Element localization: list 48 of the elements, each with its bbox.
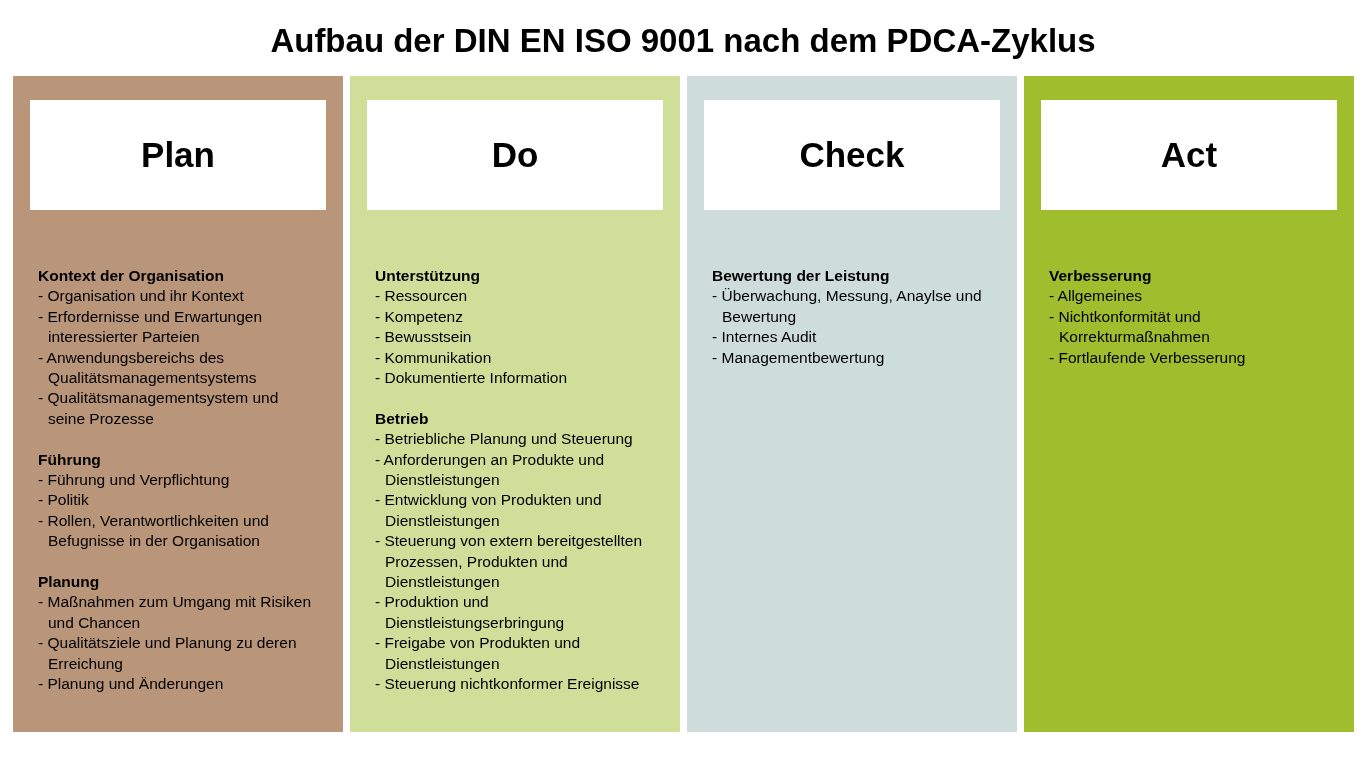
section-heading: Betrieb xyxy=(375,408,430,429)
section-heading: Bewertung der Leistung xyxy=(712,266,891,286)
list-item: - Produktion und Dienstleistungserbringung xyxy=(375,592,566,633)
section-heading: Führung xyxy=(38,449,102,470)
section-heading: Unterstützung xyxy=(375,266,482,286)
diagram-title: Aufbau der DIN EN ISO 9001 nach dem PDCA-Zyklus xyxy=(269,22,1097,60)
column-panel xyxy=(350,76,680,732)
list-item: - Planung und Änderungen xyxy=(38,674,225,695)
list-item: - Kompetenz xyxy=(375,306,464,327)
list-item: - Rollen, Verantwortlichkeiten und Befugnisse in der Organisation xyxy=(38,510,270,552)
list-item: - Steuerung von extern bereitgestellten Prozessen, Produkten und Dienstleistungen xyxy=(375,531,644,593)
list-item: - Steuerung nichtkonformer Ereignisse xyxy=(375,674,641,695)
list-item: - Anwendungsbereichs des Qualitätsmanagementsystems xyxy=(38,347,258,389)
list-item: - Politik xyxy=(38,490,90,511)
section-heading: Verbesserung xyxy=(1049,266,1153,286)
list-item: - Erfordernisse und Erwartungen interessierter Parteien xyxy=(38,306,263,348)
section-heading: Planung xyxy=(38,572,101,593)
phase-heading-box xyxy=(704,100,1000,210)
list-item: - Allgemeines xyxy=(1049,286,1144,307)
list-item: - Maßnahmen zum Umgang mit Risiken und Chancen xyxy=(38,592,313,633)
phase-heading-box xyxy=(30,100,326,210)
list-item: - Organisation und ihr Kontext xyxy=(38,286,245,307)
list-item: - Freigabe von Produkten und Dienstleistungen xyxy=(375,633,582,674)
column-panel xyxy=(687,76,1017,732)
phase-title: Plan xyxy=(141,135,215,175)
phase-heading-box xyxy=(1041,100,1337,210)
list-item: - Führung und Verpflichtung xyxy=(38,470,231,491)
list-item: - Nichtkonformität und Korrekturmaßnahmen xyxy=(1049,306,1211,348)
phase-title: Check xyxy=(799,135,905,175)
list-item: - Entwicklung von Produkten und Dienstleistungen xyxy=(375,490,603,531)
list-item: - Betriebliche Planung und Steuerung xyxy=(375,429,634,450)
list-item: - Überwachung, Messung, Anaylse und Bewertung xyxy=(712,286,983,327)
column-panel xyxy=(13,76,343,732)
list-item: - Fortlaufende Verbesserung xyxy=(1049,347,1247,368)
list-item: - Qualitätsmanagementsystem und seine Prozesse xyxy=(38,388,280,429)
phase-title: Act xyxy=(1160,135,1218,175)
list-item: - Dokumentierte Information xyxy=(375,368,569,389)
list-item: - Ressourcen xyxy=(375,286,469,307)
list-item: - Kommunikation xyxy=(375,347,493,368)
section-heading: Kontext der Organisation xyxy=(38,266,226,286)
phase-title: Do xyxy=(491,135,539,175)
list-item: - Managementbewertung xyxy=(712,347,886,368)
column-panel xyxy=(1024,76,1354,732)
list-item: - Internes Audit xyxy=(712,327,818,348)
list-item: - Qualitätsziele und Planung zu deren Erreichung xyxy=(38,633,298,674)
phase-heading-box xyxy=(367,100,663,210)
list-item: - Anforderungen an Produkte und Dienstleistungen xyxy=(375,449,606,491)
list-item: - Bewusstsein xyxy=(375,327,473,348)
